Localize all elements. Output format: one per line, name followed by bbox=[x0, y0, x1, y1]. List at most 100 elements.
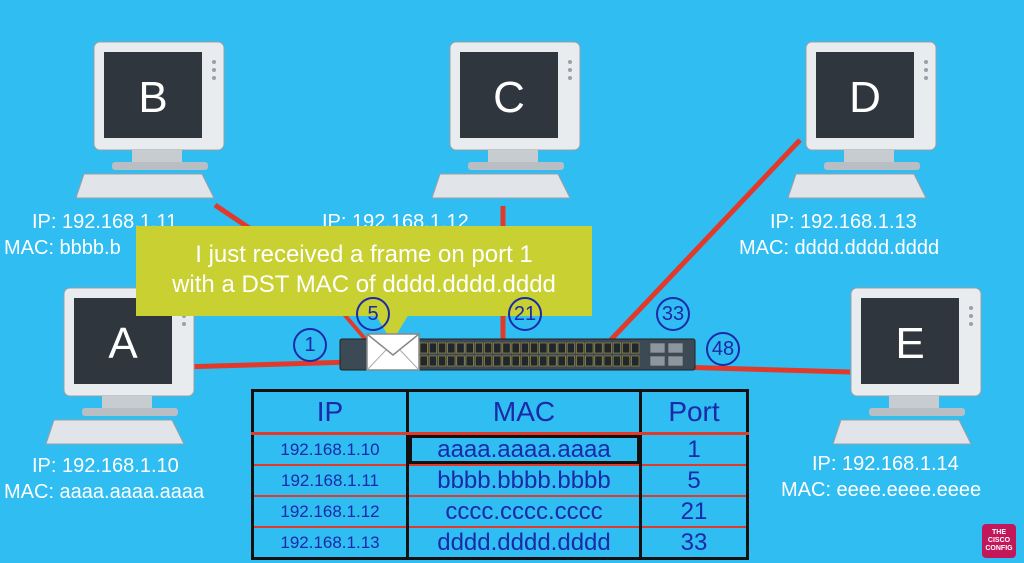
switch-port bbox=[631, 355, 640, 367]
host-a-mac: MAC: aaaa.aaaa.aaaa bbox=[4, 481, 205, 503]
cell-port: 1 bbox=[639, 432, 748, 465]
cell-port: 5 bbox=[639, 464, 748, 496]
switch-port bbox=[419, 355, 428, 367]
uplink-port bbox=[649, 355, 666, 367]
switch-port bbox=[493, 355, 502, 367]
switch-port bbox=[530, 342, 539, 354]
switch-port bbox=[428, 355, 437, 367]
switch-port bbox=[622, 355, 631, 367]
switch-port bbox=[520, 342, 529, 354]
switch-port bbox=[576, 355, 585, 367]
table-row: 192.168.1.13 dddd.dddd.dddd 33 bbox=[252, 526, 748, 559]
computer-e-icon: E bbox=[833, 287, 982, 445]
uplink-port bbox=[667, 342, 684, 354]
switch-port bbox=[530, 355, 539, 367]
switch-port bbox=[511, 355, 520, 367]
switch-port bbox=[419, 342, 428, 354]
cell-ip: 192.168.1.10 bbox=[252, 432, 408, 465]
switch-port bbox=[428, 342, 437, 354]
switch-port bbox=[576, 342, 585, 354]
cell-ip: 192.168.1.13 bbox=[252, 526, 408, 559]
computer-d-icon: D bbox=[788, 41, 937, 199]
host-e-mac: MAC: eeee.eeee.eeee bbox=[781, 479, 982, 501]
switch-port bbox=[502, 342, 511, 354]
computer-a-letter: A bbox=[108, 319, 138, 368]
switch-port bbox=[465, 355, 474, 367]
port-circle-48: 48 bbox=[706, 332, 740, 366]
host-a-ip: IP: 192.168.1.10 bbox=[32, 455, 179, 477]
switch-port bbox=[520, 355, 529, 367]
computer-e-letter: E bbox=[895, 319, 924, 368]
cell-mac: cccc.cccc.cccc bbox=[406, 495, 641, 527]
switch-port bbox=[566, 355, 575, 367]
switch-port bbox=[447, 355, 456, 367]
port-circle-33: 33 bbox=[656, 297, 690, 331]
switch-port bbox=[603, 355, 612, 367]
switch-port bbox=[612, 355, 621, 367]
cell-mac: aaaa.aaaa.aaaa bbox=[406, 432, 641, 465]
switch-port bbox=[456, 342, 465, 354]
switch-port bbox=[474, 342, 483, 354]
cell-mac: dddd.dddd.dddd bbox=[406, 526, 641, 559]
header-ip: IP bbox=[252, 390, 408, 435]
computer-b-icon: B bbox=[76, 41, 225, 199]
cell-mac: bbbb.bbbb.bbbb bbox=[406, 464, 641, 496]
table-row: 192.168.1.10 aaaa.aaaa.aaaa 1 bbox=[252, 432, 748, 465]
switch-port bbox=[622, 342, 631, 354]
port-circle-5: 5 bbox=[356, 297, 390, 331]
host-d-mac: MAC: dddd.dddd.dddd bbox=[739, 237, 940, 259]
cable-a-port bbox=[341, 311, 368, 342]
switch-port bbox=[585, 355, 594, 367]
switch-port bbox=[594, 355, 603, 367]
header-port: Port bbox=[639, 390, 748, 435]
envelope-icon bbox=[366, 333, 420, 371]
switch-port bbox=[484, 355, 493, 367]
computer-c-icon: C bbox=[432, 41, 581, 199]
switch-port bbox=[612, 342, 621, 354]
switch-port bbox=[594, 342, 603, 354]
switch bbox=[339, 338, 696, 371]
switch-port bbox=[502, 355, 511, 367]
cell-ip: 192.168.1.12 bbox=[252, 495, 408, 527]
cell-ip: 192.168.1.11 bbox=[252, 464, 408, 496]
cell-port: 33 bbox=[639, 526, 748, 559]
switch-port bbox=[438, 342, 447, 354]
switch-port bbox=[539, 342, 548, 354]
switch-port bbox=[447, 342, 456, 354]
uplink-port bbox=[649, 342, 666, 354]
switch-port bbox=[456, 355, 465, 367]
port-circle-1: 1 bbox=[293, 328, 327, 362]
switch-port bbox=[474, 355, 483, 367]
switch-port bbox=[484, 342, 493, 354]
switch-port bbox=[566, 342, 575, 354]
table-header-row: IP MAC Port bbox=[252, 390, 748, 435]
cable-a bbox=[179, 359, 353, 370]
port-circle-21: 21 bbox=[508, 297, 542, 331]
cable-d bbox=[604, 138, 802, 347]
switch-port bbox=[465, 342, 474, 354]
switch-port bbox=[548, 342, 557, 354]
switch-port bbox=[631, 342, 640, 354]
computer-d-letter: D bbox=[849, 73, 881, 122]
switch-port bbox=[493, 342, 502, 354]
cell-port: 21 bbox=[639, 495, 748, 527]
host-b-mac: MAC: bbbb.b bbox=[4, 237, 121, 259]
switch-port bbox=[603, 342, 612, 354]
host-d-ip: IP: 192.168.1.13 bbox=[770, 211, 917, 233]
switch-port bbox=[438, 355, 447, 367]
host-e-ip: IP: 192.168.1.14 bbox=[812, 453, 959, 475]
switch-port bbox=[557, 355, 566, 367]
computer-b-letter: B bbox=[138, 73, 167, 122]
switch-port bbox=[548, 355, 557, 367]
computer-c-letter: C bbox=[493, 73, 525, 122]
switch-port bbox=[557, 342, 566, 354]
uplink-port bbox=[667, 355, 684, 367]
mac-address-table: IP MAC Port 192.168.1.10 aaaa.aaaa.aaaa … bbox=[251, 389, 749, 560]
table-row: 192.168.1.12 cccc.cccc.cccc 21 bbox=[252, 495, 748, 527]
cisco-config-logo: THE CISCO CONFIG bbox=[982, 524, 1016, 558]
table-row: 192.168.1.11 bbbb.bbbb.bbbb 5 bbox=[252, 464, 748, 496]
header-mac: MAC bbox=[406, 390, 641, 435]
callout-line-1: I just received a frame on port 1 bbox=[195, 241, 533, 268]
